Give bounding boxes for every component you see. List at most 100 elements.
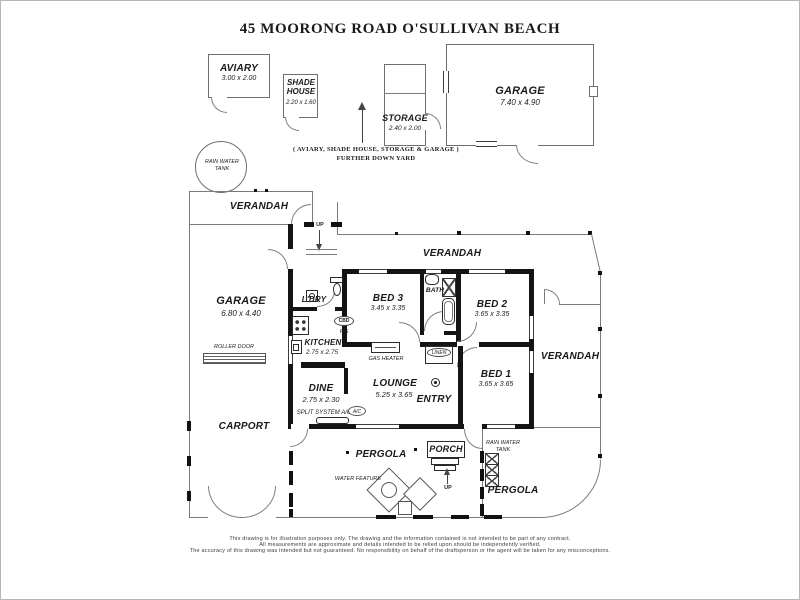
dine-dims: 2.75 x 2.30 bbox=[302, 395, 340, 404]
carport-label: CARPORT bbox=[218, 421, 270, 432]
verandah-right-south-line bbox=[534, 427, 600, 428]
wall-stub bbox=[304, 222, 314, 227]
aviary-outline bbox=[208, 54, 270, 98]
window bbox=[426, 269, 441, 274]
wall bbox=[335, 307, 342, 311]
wall bbox=[529, 373, 534, 429]
porch-arrow-line bbox=[447, 474, 448, 484]
water-feature-square bbox=[398, 501, 412, 515]
bed2-dims: 3.65 x 3.35 bbox=[474, 311, 510, 318]
shade-house-label: SHADE HOUSE bbox=[286, 78, 316, 96]
wall bbox=[444, 331, 456, 335]
bed1-dims: 3.65 x 3.65 bbox=[478, 381, 514, 388]
kitchen-dims: 2.75 x 2.75 bbox=[305, 349, 339, 356]
rain-water-tank-top-label: RAIN WATER TANK bbox=[204, 159, 240, 172]
ac-label: A/C bbox=[352, 409, 362, 415]
pergola-divider-line bbox=[482, 449, 483, 517]
page-title: 45 MOORONG ROAD O'SULLIVAN BEACH bbox=[239, 21, 561, 37]
wall bbox=[529, 272, 534, 316]
pergola-post bbox=[346, 451, 349, 454]
shade-house-door-arc bbox=[285, 117, 299, 131]
linen-label: LINEN bbox=[431, 350, 447, 356]
up-arrow-icon bbox=[444, 468, 450, 475]
carport-gate-arc-left bbox=[208, 486, 242, 518]
stove-icon bbox=[292, 316, 309, 335]
boundary-post bbox=[598, 394, 602, 398]
wall bbox=[288, 224, 293, 249]
landing-step-line bbox=[306, 249, 337, 250]
pergola-post bbox=[413, 515, 433, 519]
toilet-tank-icon bbox=[330, 277, 343, 283]
outbuildings-note-2: FURTHER DOWN YARD bbox=[336, 155, 416, 162]
garage-label: GARAGE bbox=[216, 295, 266, 307]
kitchen-counter bbox=[301, 362, 345, 368]
verandah-right-line bbox=[559, 304, 600, 305]
wall bbox=[288, 269, 293, 336]
wall bbox=[342, 269, 359, 274]
porch-label: PORCH bbox=[429, 444, 463, 454]
verandah-tl-line bbox=[189, 224, 293, 225]
wall bbox=[479, 342, 534, 347]
disclaimer-line-3: The accuracy of this drawing was intende… bbox=[189, 548, 611, 554]
window bbox=[469, 269, 505, 274]
verandah-top-label: VERANDAH bbox=[422, 248, 482, 259]
window bbox=[529, 351, 534, 373]
pergola-post bbox=[480, 451, 484, 463]
down-arrow-icon bbox=[316, 244, 322, 251]
carport-post bbox=[187, 421, 191, 431]
pergola-post bbox=[480, 504, 484, 516]
pergola-post bbox=[289, 471, 293, 485]
verandah-post bbox=[265, 189, 268, 192]
split-ac-label: SPLIT SYSTEM A/C bbox=[296, 410, 352, 416]
pergola-right-label: PERGOLA bbox=[487, 485, 539, 496]
verandah-post bbox=[588, 231, 592, 235]
pergola-post bbox=[414, 448, 417, 451]
shade-house-dims: 2.20 x 1.60 bbox=[286, 100, 316, 106]
porch-step bbox=[431, 458, 459, 465]
verandah-door-arc bbox=[291, 204, 311, 224]
disclaimer-line-2: All measurements are approximate and det… bbox=[259, 542, 541, 548]
wall bbox=[288, 364, 293, 424]
bath-door-arc bbox=[424, 311, 444, 331]
storage-outline bbox=[384, 64, 426, 146]
shower-icon bbox=[442, 278, 456, 297]
wall bbox=[420, 342, 457, 347]
boundary-post bbox=[598, 271, 602, 275]
verandah-top-left-label: VERANDAH bbox=[229, 201, 289, 212]
carport-post bbox=[187, 456, 191, 466]
carport-gate-arc-right bbox=[242, 486, 276, 518]
roller-door-label: ROLLER DOOR bbox=[213, 344, 255, 350]
wall bbox=[342, 269, 347, 346]
rear-garage-door-arc bbox=[516, 145, 538, 164]
wall bbox=[342, 342, 399, 347]
pergola-post bbox=[376, 515, 396, 519]
landing-line bbox=[337, 202, 338, 234]
aviary-dims: 3.00 x 2.00 bbox=[221, 75, 257, 82]
aviary-door-arc bbox=[211, 97, 227, 113]
pergola-post bbox=[289, 493, 293, 507]
entry-door-leaf bbox=[482, 429, 483, 449]
rear-garage-window-2 bbox=[476, 141, 497, 147]
entry-label: ENTRY bbox=[416, 394, 452, 405]
pergola-main-label: PERGOLA bbox=[355, 449, 407, 460]
aviary-label: AVIARY bbox=[219, 63, 259, 74]
pergola-post bbox=[480, 487, 484, 499]
storage-divider-line bbox=[384, 93, 426, 94]
up-arrow-icon bbox=[358, 102, 366, 110]
rain-water-tank-icon bbox=[195, 141, 247, 193]
wall bbox=[399, 424, 464, 429]
wall bbox=[420, 331, 424, 335]
sink-bowl-icon bbox=[293, 344, 299, 351]
wall bbox=[309, 424, 356, 429]
shade-house-outline bbox=[283, 74, 318, 118]
window bbox=[359, 269, 387, 274]
pergola-post bbox=[289, 451, 293, 465]
trough-bowl-icon bbox=[309, 293, 315, 299]
verandah-post bbox=[395, 232, 398, 235]
bathtub-inner bbox=[444, 301, 453, 322]
wall-stub bbox=[331, 222, 342, 227]
wall bbox=[458, 346, 463, 424]
kitchen-label: KITCHEN bbox=[304, 338, 342, 347]
carport-post bbox=[187, 491, 191, 501]
boundary-right bbox=[600, 273, 601, 459]
